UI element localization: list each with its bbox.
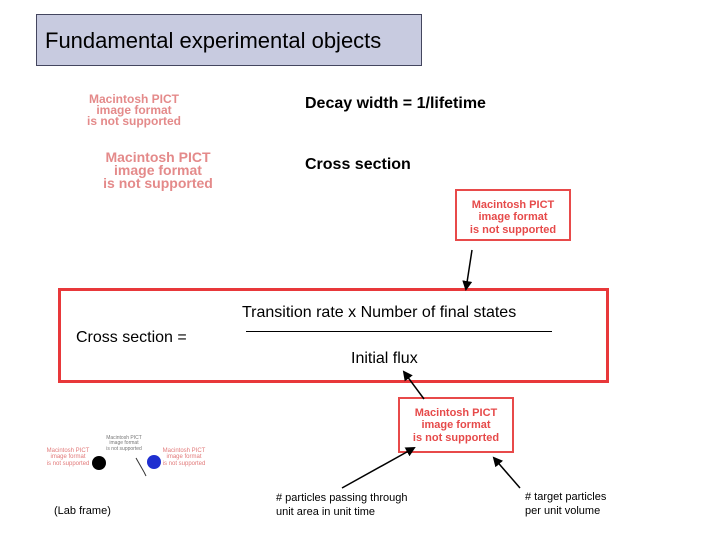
diagram-shapes: [92, 455, 161, 477]
pict-line-2: image format: [96, 103, 172, 118]
target-particle: [147, 455, 161, 469]
pict-placeholder-decay: Macintosh PICT image format is not suppo…: [46, 92, 222, 129]
pict-line-1: Macintosh PICT: [88, 92, 179, 106]
formula-numerator: Transition rate x Number of final states: [242, 304, 517, 321]
pict-line-1: Macintosh PICT: [471, 199, 555, 211]
lab-frame-label: (Lab frame): [54, 505, 111, 517]
projectile-particle: [92, 456, 106, 470]
impact-parameter-line: [135, 457, 145, 473]
diagram-pict-left: Macintosh PICT image format is not suppo…: [46, 448, 90, 467]
formula-lhs: Cross section =: [76, 329, 187, 346]
target-particles-note: # target particles per unit volume: [525, 490, 606, 519]
particles-note-line-2: unit area in unit time: [276, 506, 376, 519]
pict-box-flux: Macintosh PICT image format is not suppo…: [398, 397, 514, 453]
particles-note-line-1: # particles passing through: [276, 492, 408, 504]
pict-placeholder-cross-section: Macintosh PICT image format is not suppo…: [44, 149, 272, 191]
arrow-from-target-note: [492, 456, 521, 489]
pict-line-1: Macintosh PICT: [105, 149, 211, 165]
formula-box: [58, 288, 609, 383]
particles-passing-note: # particles passing through unit area in…: [276, 491, 407, 520]
diagram-pict-right: Macintosh PICT image format is not suppo…: [162, 448, 206, 467]
target-note-line-1: # target particles: [525, 491, 607, 503]
formula-denominator: Initial flux: [351, 350, 418, 367]
lab-frame-diagram: Macintosh PICT image format is not suppo…: [46, 430, 206, 480]
pict-box-number-of-states: Macintosh PICT image format is not suppo…: [455, 189, 571, 241]
decay-width-label: Decay width = 1/lifetime: [305, 95, 486, 112]
cross-section-label: Cross section: [305, 156, 411, 173]
pict-line-2: image format: [478, 211, 548, 224]
target-note-line-2: per unit volume: [525, 505, 601, 518]
pict-line-3: is not supported: [87, 114, 181, 129]
pict-line-3: is not supported: [103, 174, 213, 191]
fraction-line: [246, 331, 552, 332]
arrow-to-flux: [402, 370, 425, 400]
diagram-pict-center: Macintosh PICT image format is not suppo…: [106, 435, 142, 452]
pict-line-2: image format: [421, 419, 491, 432]
pict-line-3: is not supported: [469, 223, 557, 236]
pict-line-3: is not supported: [412, 431, 500, 444]
arrow-from-particles-note: [341, 447, 416, 489]
arrow-to-numerator: [462, 249, 473, 291]
pict-line-2: image format: [114, 161, 202, 178]
pict-line-1: Macintosh PICT: [414, 407, 498, 419]
slide-title: Fundamental experimental objects: [36, 14, 422, 66]
diagram-axis: [143, 471, 147, 477]
